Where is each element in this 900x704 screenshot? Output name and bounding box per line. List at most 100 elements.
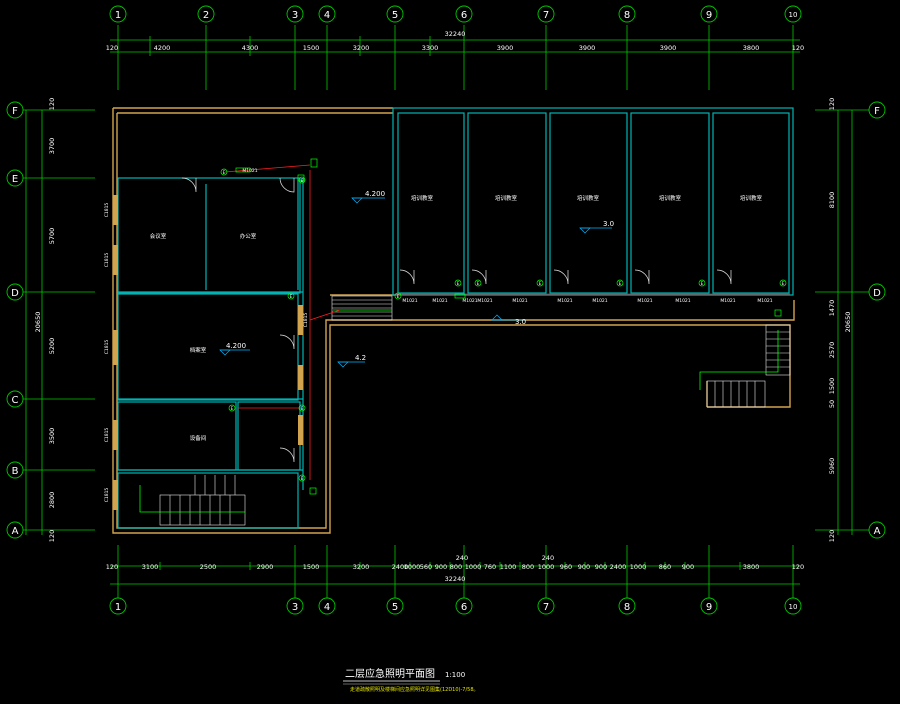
- door-tag: M1021: [757, 298, 772, 304]
- dim-bottom-seg: 1000: [465, 563, 482, 571]
- dim-bottom-seg: 860: [659, 563, 671, 571]
- dim-bottom-seg: 120: [106, 563, 118, 571]
- axis-label-bottom: 4: [324, 602, 330, 613]
- dim-bottom-seg: 2400: [392, 563, 409, 571]
- axis-bubbles: [6, 5, 886, 615]
- dimension-lines: [22, 25, 870, 598]
- elevation-label: 4.200: [365, 190, 385, 198]
- fixture-tags: E E E E E E E E E E E E E: [223, 170, 785, 482]
- dim-top-seg: 3300: [422, 44, 439, 52]
- fixtures: [220, 158, 787, 495]
- axis-label-top: 5: [392, 10, 398, 21]
- dim-left-seg: 120: [48, 98, 56, 110]
- dim-bottom-seg: 1000: [538, 563, 555, 571]
- exterior-walls: [112, 107, 795, 534]
- axis-label-top: 9: [706, 10, 712, 21]
- axis-label-left: E: [12, 174, 18, 185]
- dim-right-seg: 120: [828, 530, 836, 542]
- axis-label-top: 4: [324, 10, 330, 21]
- dim-top-seg: 3800: [743, 44, 760, 52]
- exit-signs: [235, 167, 466, 299]
- room-label: 档案室: [190, 346, 207, 354]
- room-label: 培训教室: [577, 194, 600, 202]
- axis-label-left: A: [12, 526, 19, 537]
- dim-bottom-seg: 900: [595, 563, 607, 571]
- dim-left-seg: 5200: [48, 338, 56, 355]
- dim-left-seg: 3500: [48, 428, 56, 445]
- axis-label-bottom: 10: [789, 603, 798, 611]
- dim-bottom-seg: 1500: [303, 563, 320, 571]
- fixture-tag: E: [397, 294, 400, 300]
- fixture-tag: E: [457, 281, 460, 287]
- axis-label-right: F: [874, 106, 880, 117]
- fixture-tag: E: [301, 476, 304, 482]
- axis-label-top: 3: [292, 10, 298, 21]
- axis-label-left: B: [12, 466, 19, 477]
- dim-left-seg: 2800: [48, 492, 56, 509]
- door-tag: M1021: [720, 298, 735, 304]
- dim-top-total: 32240: [445, 30, 466, 38]
- elevation-label: 4.200: [226, 342, 246, 350]
- axis-label-bottom: 7: [543, 602, 549, 613]
- windows: [113, 195, 303, 510]
- axis-label-left: F: [12, 106, 18, 117]
- dim-right-seg: 120: [828, 98, 836, 110]
- door-tag: M1021: [462, 298, 477, 304]
- axis-label-top: 1: [115, 10, 121, 21]
- axis-label-right: A: [874, 526, 881, 537]
- dim-top-seg: 3200: [353, 44, 370, 52]
- axis-label-bottom: 5: [392, 602, 398, 613]
- dimension-text: 32240 120 4200 4300 1500 3200 3300 3900 …: [106, 30, 804, 583]
- dim-top-seg: 3900: [579, 44, 596, 52]
- fixture-tag: E: [290, 294, 293, 300]
- dim-top-seg: 3900: [660, 44, 677, 52]
- drawing-scale: 1:100: [445, 671, 465, 679]
- dim-top-seg: 120: [106, 44, 118, 52]
- dim-top-seg: 3900: [497, 44, 514, 52]
- dim-bottom-seg: 800: [522, 563, 534, 571]
- door-tag: M1021: [242, 168, 257, 174]
- axis-label-top: 10: [789, 11, 798, 19]
- axis-label-top: 6: [461, 10, 467, 21]
- dim-bottom-total: 32240: [445, 575, 466, 583]
- window-tag: C1815: [303, 313, 309, 328]
- door-tag: M1021: [557, 298, 572, 304]
- door-tag: M1021: [637, 298, 652, 304]
- dim-bottom-seg: 900: [435, 563, 447, 571]
- door-tag: M1021: [402, 298, 417, 304]
- door-tag: M1021: [477, 298, 492, 304]
- elevation-label: 4.2: [355, 354, 366, 362]
- drawing-note: 走道疏散照明及楼梯间应急照明详见图集(12D10)-7/58。: [350, 686, 479, 693]
- dim-bottom-seg: 3100: [142, 563, 159, 571]
- dim-bottom-seg: 2400: [610, 563, 627, 571]
- dim-top-seg: 4300: [242, 44, 259, 52]
- dim-top-seg: 1500: [303, 44, 320, 52]
- window-tag: C1815: [104, 428, 110, 443]
- door-tag: M1021: [512, 298, 527, 304]
- room-label: 设备间: [190, 434, 207, 442]
- dim-bottom-mark: 240: [456, 554, 468, 562]
- dim-left-seg: 5700: [48, 228, 56, 245]
- dim-bottom-seg: 2500: [200, 563, 217, 571]
- dim-bottom-seg: 760: [484, 563, 496, 571]
- fixture-tag: E: [782, 281, 785, 287]
- fixture-tag: E: [223, 170, 226, 176]
- window-tags: C1815 C1815 C1815 C1815 C1815 C1815: [104, 203, 309, 503]
- door-tag: M1021: [432, 298, 447, 304]
- window-tag: C1815: [104, 253, 110, 268]
- door-tag: M1021: [675, 298, 690, 304]
- dim-bottom-seg: 800: [450, 563, 462, 571]
- dim-bottom-seg: 1000: [630, 563, 647, 571]
- lighting-circuits: [224, 164, 790, 480]
- room-labels: 会议室 办公室 档案室 设备间 培训教室 培训教室 培训教室 培训教室 培训教室: [150, 194, 763, 442]
- interior-walls: [117, 107, 794, 529]
- axis-label-bottom: 6: [461, 602, 467, 613]
- axis-label-bottom: 8: [624, 602, 630, 613]
- fixture-tag: E: [477, 281, 480, 287]
- axis-label-top: 7: [543, 10, 549, 21]
- dim-bottom-seg: 3200: [353, 563, 370, 571]
- room-label: 会议室: [150, 232, 167, 240]
- dim-bottom-mark: 240: [542, 554, 554, 562]
- axis-label-left: C: [12, 395, 19, 406]
